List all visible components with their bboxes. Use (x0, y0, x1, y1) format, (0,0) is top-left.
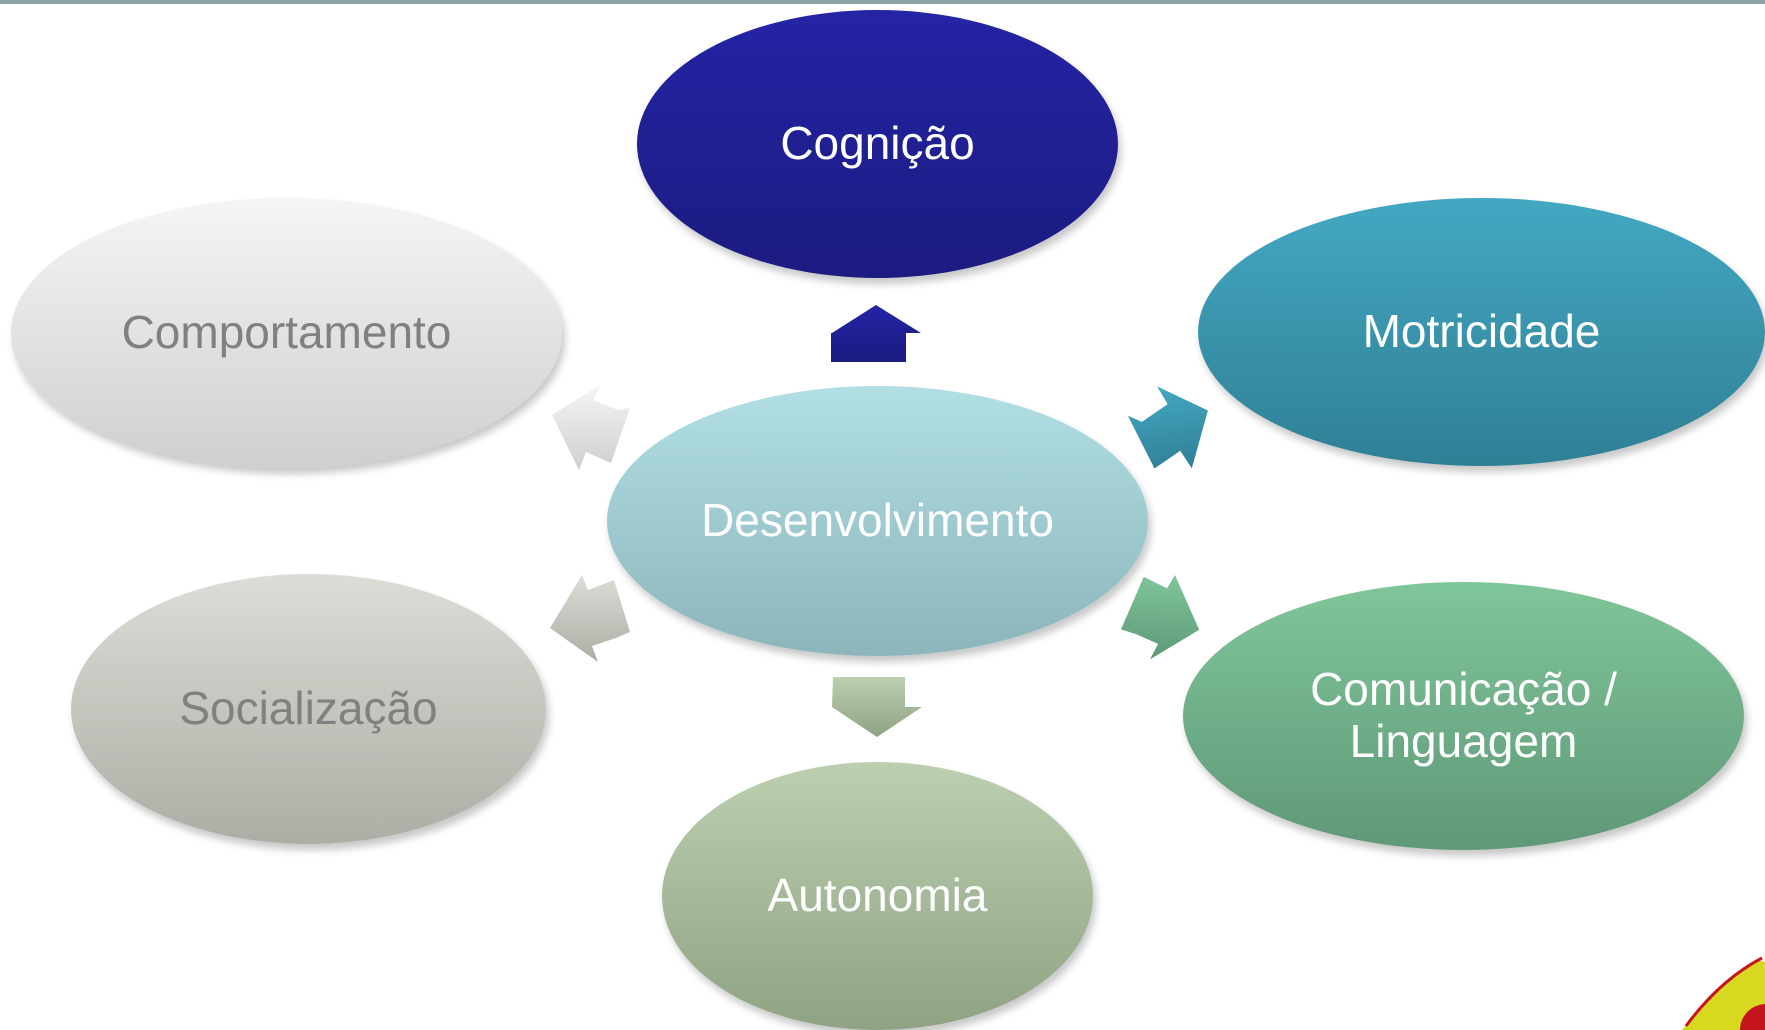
arrow-to-cognicao (831, 305, 921, 362)
arrow-to-comportamento (552, 385, 630, 470)
node-socializacao-label: Socialização (179, 682, 438, 735)
node-desenvolvimento: Desenvolvimento (607, 386, 1148, 656)
arrow-to-autonomia (832, 677, 922, 737)
node-motricidade-label: Motricidade (1362, 305, 1601, 358)
node-autonomia: Autonomia (662, 762, 1093, 1030)
arrow-to-comunicacao (1121, 574, 1200, 660)
node-motricidade: Motricidade (1198, 198, 1765, 466)
node-desenvolvimento-label: Desenvolvimento (701, 494, 1054, 547)
logo-red-circle (1740, 1004, 1765, 1030)
node-socializacao: Socialização (71, 574, 546, 844)
node-comunicacao-label: Comunicação / Linguagem (1310, 663, 1617, 767)
node-comportamento: Comportamento (11, 198, 562, 468)
node-cognicao: Cognição (637, 10, 1118, 278)
node-comportamento-label: Comportamento (121, 306, 452, 359)
top-accent-bar (0, 0, 1765, 4)
node-cognicao-label: Cognição (780, 117, 975, 170)
logo-red-arc (1684, 956, 1763, 1027)
node-autonomia-label: Autonomia (767, 869, 988, 922)
arrow-to-socializacao (550, 575, 630, 662)
logo-yellow-swoosh (1682, 960, 1765, 1030)
node-comunicacao-linguagem: Comunicação / Linguagem (1183, 582, 1744, 850)
arrow-to-motricidade (1127, 386, 1208, 469)
